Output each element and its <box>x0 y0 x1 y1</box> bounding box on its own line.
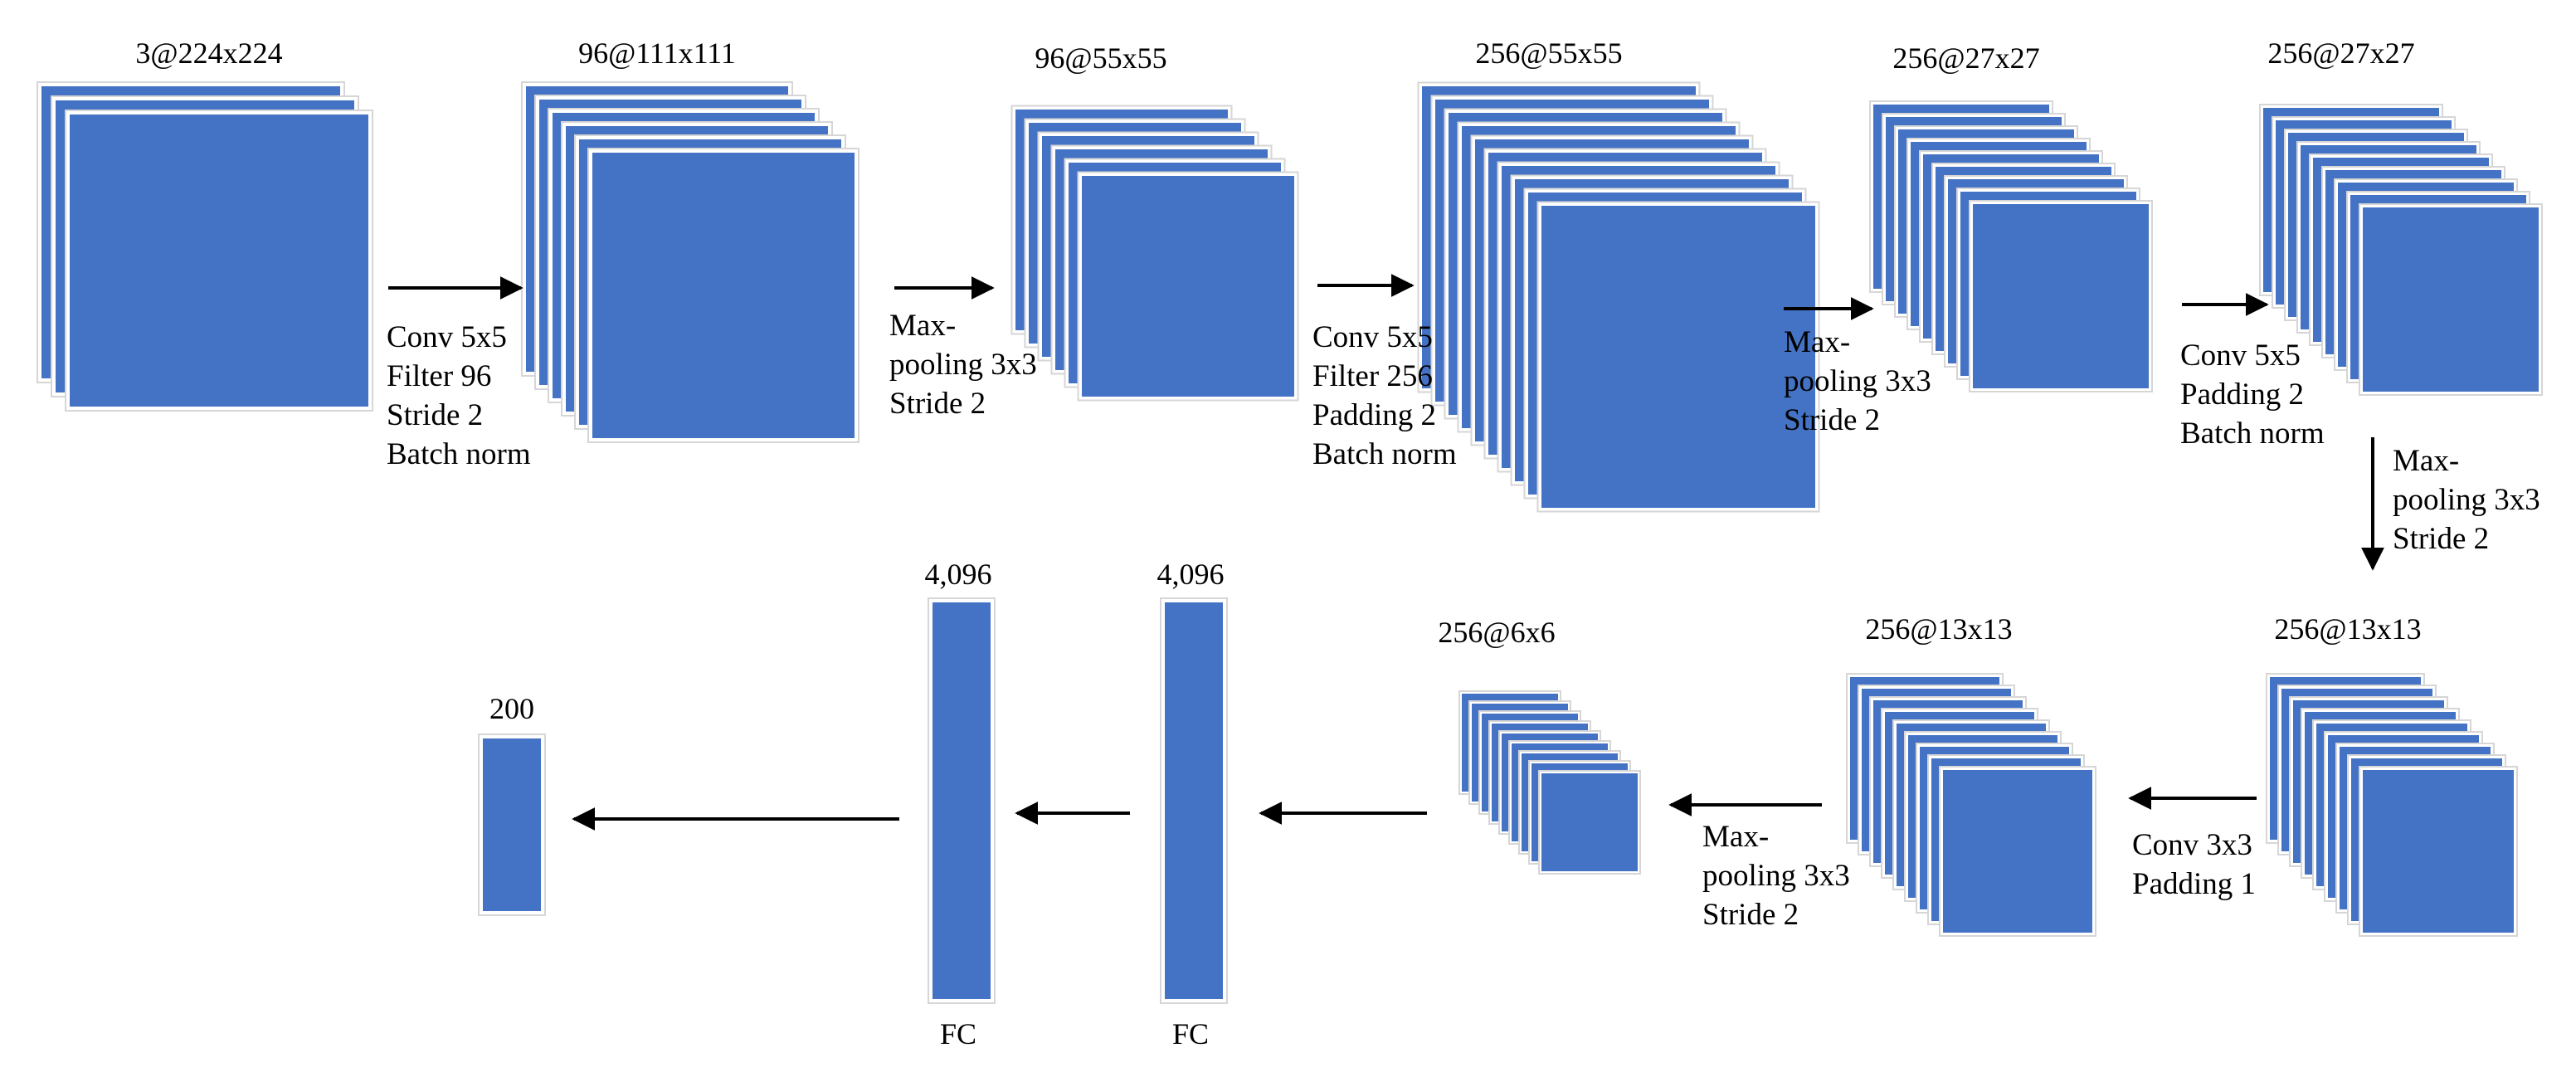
feature-map-pool3-8 <box>2363 770 2514 933</box>
dim-label-conv3: 256@27x27 <box>2267 37 2414 70</box>
dim-label-pool1: 96@55x55 <box>1035 41 1166 75</box>
stack-input <box>37 81 373 412</box>
flow-arrows <box>388 274 2384 831</box>
op-text-pool1: Max- pooling 3x3 Stride 2 <box>889 309 1045 421</box>
stack-pool1 <box>1010 105 1299 402</box>
feature-map-pool4-8 <box>1541 773 1638 871</box>
feature-map-pool2-8 <box>1973 204 2149 388</box>
op-text-conv3: Conv 5x5 Padding 2 Batch norm <box>2180 339 2325 451</box>
op-text-pool2: Max- pooling 3x3 Stride 2 <box>1784 325 1939 437</box>
feature-map-stacks <box>37 81 2543 1004</box>
op-text-pool3: Max- pooling 3x3 Stride 2 <box>2393 444 2548 556</box>
op-text-pool4: Max- pooling 3x3 Stride 2 <box>1702 820 1858 932</box>
stack-conv1 <box>521 81 859 443</box>
operation-descriptions: Conv 5x5 Filter 96 Stride 2 Batch norm M… <box>387 309 2548 932</box>
stack-conv2 <box>1417 81 1820 513</box>
stack-pool3 <box>2266 673 2518 937</box>
feature-map-conv3-8 <box>2363 207 2539 392</box>
dim-label-pool2: 256@27x27 <box>1892 41 2039 75</box>
dim-label-fc2: 4,096 <box>1157 558 1225 591</box>
stack-pool4 <box>1458 690 1641 875</box>
dim-label-conv1: 96@111x111 <box>578 37 736 70</box>
dimension-labels: 3@224x224 96@111x111 96@55x55 256@55x55 … <box>135 37 2421 725</box>
stack-conv3 <box>2259 104 2543 396</box>
feature-map-fc1-0 <box>933 602 991 999</box>
feature-map-fc2-0 <box>1165 602 1223 999</box>
dim-label-fc1: 4,096 <box>925 558 992 591</box>
stack-fc2 <box>1160 597 1228 1004</box>
fc-label-fc1: FC <box>940 1017 976 1050</box>
stack-fc1 <box>928 597 996 1004</box>
dim-label-pool3: 256@13x13 <box>2274 612 2421 646</box>
feature-map-conv4-8 <box>1943 770 2092 933</box>
dim-label-conv2: 256@55x55 <box>1475 37 1622 70</box>
op-text-conv4: Conv 3x3 Padding 1 <box>2132 828 2260 901</box>
stack-output <box>478 734 546 916</box>
stack-conv4 <box>1846 673 2096 937</box>
fc-label-fc2: FC <box>1172 1017 1209 1050</box>
feature-map-input-2 <box>70 115 368 407</box>
feature-map-output-0 <box>483 738 541 911</box>
feature-map-conv1-5 <box>592 153 855 438</box>
dim-label-conv4: 256@13x13 <box>1865 612 2012 646</box>
feature-map-conv2-9 <box>1541 206 1815 508</box>
stack-pool2 <box>1869 100 2153 392</box>
op-text-conv2: Conv 5x5 Filter 256 Padding 2 Batch norm <box>1312 320 1457 471</box>
op-text-conv1: Conv 5x5 Filter 96 Stride 2 Batch norm <box>387 320 531 471</box>
dim-label-pool4: 256@6x6 <box>1438 616 1555 649</box>
dim-label-input: 3@224x224 <box>135 37 282 70</box>
feature-map-pool1-5 <box>1082 176 1294 397</box>
dim-label-output: 200 <box>489 692 534 725</box>
